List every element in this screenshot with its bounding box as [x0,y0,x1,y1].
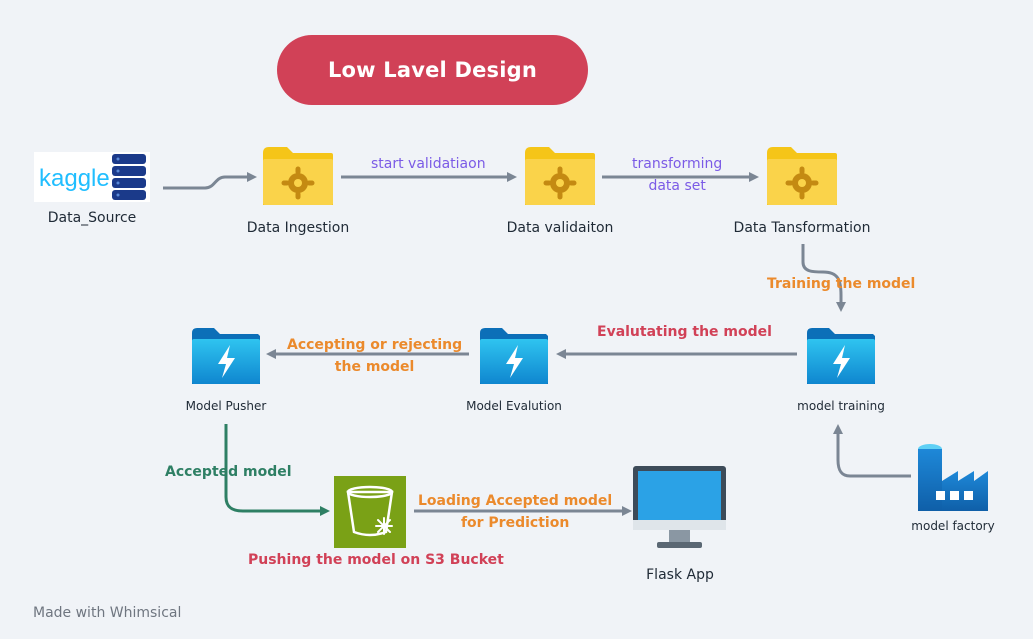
model-factory-label: model factory [911,519,995,533]
data-transformation-folder-icon [767,147,837,205]
edge-label-accepting: Accepting or rejecting the model [287,334,462,378]
edge-label-accepting-line1: Accepting or rejecting [287,337,463,353]
arrow-factory-to-training [833,424,911,478]
edge-label-start-validation: start validatiaon [371,156,486,172]
data-ingestion-label: Data Ingestion [246,220,350,236]
title-pill: Low Lavel Design [277,35,588,105]
model-training-label: model training [797,399,885,413]
data-source-label: Data_Source [47,210,137,226]
edge-label-evaluating: Evalutating the model [597,324,772,340]
model-evaluation-label: Model Evalution [466,399,562,413]
svg-text:kaggle: kaggle [39,165,110,192]
edge-label-training: Training the model [767,276,916,292]
watermark-text: Made with Whimsical [33,605,182,621]
edge-label-loading-line2: for Prediction [460,515,570,531]
model-evaluation-folder-icon [480,328,548,384]
flask-app-monitor-icon [633,466,726,548]
data-validation-folder-icon [525,147,595,205]
arrow-pusher-to-s3 [224,424,330,516]
edge-label-transforming-line1: transforming [632,156,723,172]
edge-label-accepted: Accepted model [165,464,292,480]
data-validation-label: Data validaiton [506,220,614,236]
edge-label-loading-line1: Loading Accepted model [418,493,613,509]
model-pusher-label: Model Pusher [185,399,267,413]
edge-label-pushing: Pushing the model on S3 Bucket [248,552,504,568]
edge-label-loading: Loading Accepted model for Prediction [418,490,612,534]
model-training-folder-icon [807,328,875,384]
arrow-source-to-ingestion [163,172,257,190]
flask-app-label: Flask App [646,567,714,583]
model-pusher-folder-icon [192,328,260,384]
arrow-transformation-to-training [801,244,846,312]
edge-label-accepting-line2: the model [334,359,415,375]
data-transformation-label: Data Tansformation [733,220,871,236]
whimsical-watermark[interactable]: Made with Whimsical [33,605,181,621]
model-factory-icon [918,444,988,511]
edge-label-transforming-line2: data set [648,178,706,194]
data-ingestion-folder-icon [263,147,333,205]
kaggle-logo-icon: kaggle [34,152,150,202]
s3-bucket-icon [334,476,406,548]
page-title: Low Lavel Design [327,58,538,82]
edge-label-transforming: transforming data set [632,153,722,197]
